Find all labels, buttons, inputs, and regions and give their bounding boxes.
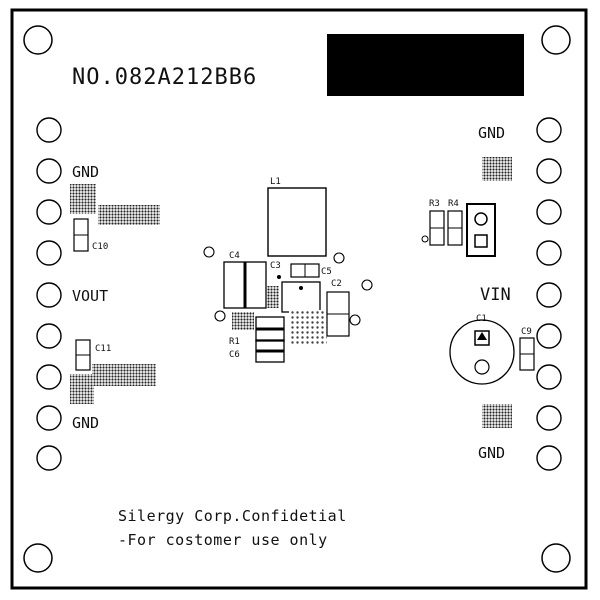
right-pin-1 (536, 117, 562, 143)
right-pin-8 (536, 405, 562, 431)
left-pin-4 (36, 240, 62, 266)
left-pin-3 (36, 199, 62, 225)
c3-label: C3 (270, 261, 281, 271)
right-pin-4 (536, 240, 562, 266)
right-pin-7 (536, 364, 562, 390)
vout-label: VOUT (72, 287, 108, 305)
l1-inductor (267, 187, 327, 257)
left-pin-1 (36, 117, 62, 143)
c3-pin1-dot (277, 275, 281, 279)
board-outline (10, 8, 588, 590)
c2-label: C2 (331, 279, 342, 289)
left-pin-6 (36, 323, 62, 349)
vin-label: VIN (480, 285, 511, 305)
right-pin-3 (536, 199, 562, 225)
left-pin-9 (36, 445, 62, 471)
r1-label: R1 (229, 337, 240, 347)
c5-label: C5 (321, 267, 332, 277)
confidential-line-1: Silergy Corp.Confidetial (118, 507, 347, 525)
right-gnd-top-label: GND (478, 124, 505, 142)
ic-thermal-vias (289, 310, 327, 344)
c1-electrolytic-capacitor (449, 319, 515, 385)
ic-pin1-dot (299, 286, 303, 290)
c4-label: C4 (229, 251, 240, 261)
c10-label: C10 (92, 242, 108, 252)
c11-label: C11 (95, 344, 111, 354)
test-point-4 (214, 310, 226, 322)
jumper-pin-2 (474, 234, 488, 248)
via-cluster-right-gnd-bottom (482, 404, 512, 428)
mounting-hole-bottom-right (541, 543, 571, 573)
l1-label: L1 (270, 177, 281, 187)
jumper-pin-1 (474, 212, 488, 226)
r3-test-point (421, 235, 429, 243)
part-number-label: NO.082A212BB6 (72, 65, 257, 90)
right-header (536, 117, 562, 471)
test-point-2 (333, 252, 345, 264)
test-point-1 (203, 246, 215, 258)
left-pin-7 (36, 364, 62, 390)
via-cluster-left-gnd-d (70, 374, 94, 404)
left-pin-8 (36, 405, 62, 431)
via-cluster-left-gnd-b (98, 205, 160, 225)
c1-polarity-mark (477, 332, 487, 340)
r3-label: R3 (429, 199, 440, 209)
left-gnd-bottom-label: GND (72, 414, 99, 432)
mounting-hole-top-right (541, 25, 571, 55)
via-cluster-left-gnd-a (70, 184, 96, 214)
left-pin-5 (36, 282, 62, 308)
mounting-hole-bottom-left (23, 543, 53, 573)
left-gnd-top-label: GND (72, 163, 99, 181)
jumper-header (466, 203, 496, 257)
c1-negative-pad (474, 359, 490, 375)
c1-positive-pad (474, 330, 490, 346)
left-header (36, 117, 62, 471)
c6-label: C6 (229, 350, 240, 360)
right-pin-2 (536, 158, 562, 184)
r4-label: R4 (448, 199, 459, 209)
left-pin-2 (36, 158, 62, 184)
via-cluster-left-gnd-c (92, 364, 156, 386)
r1-vias (232, 312, 254, 330)
right-pin-9 (536, 445, 562, 471)
c9-label: C9 (521, 327, 532, 337)
via-cluster-right-gnd-top (482, 157, 512, 181)
ic-vias (267, 286, 279, 308)
right-gnd-bottom-label: GND (478, 444, 505, 462)
confidential-line-2: -For costomer use only (118, 531, 328, 549)
test-point-3 (361, 279, 373, 291)
mounting-hole-top-left (23, 25, 53, 55)
c1-label: C1 (476, 314, 487, 324)
label-block (327, 34, 524, 96)
test-point-5 (349, 314, 361, 326)
right-pin-6 (536, 323, 562, 349)
right-pin-5 (536, 282, 562, 308)
